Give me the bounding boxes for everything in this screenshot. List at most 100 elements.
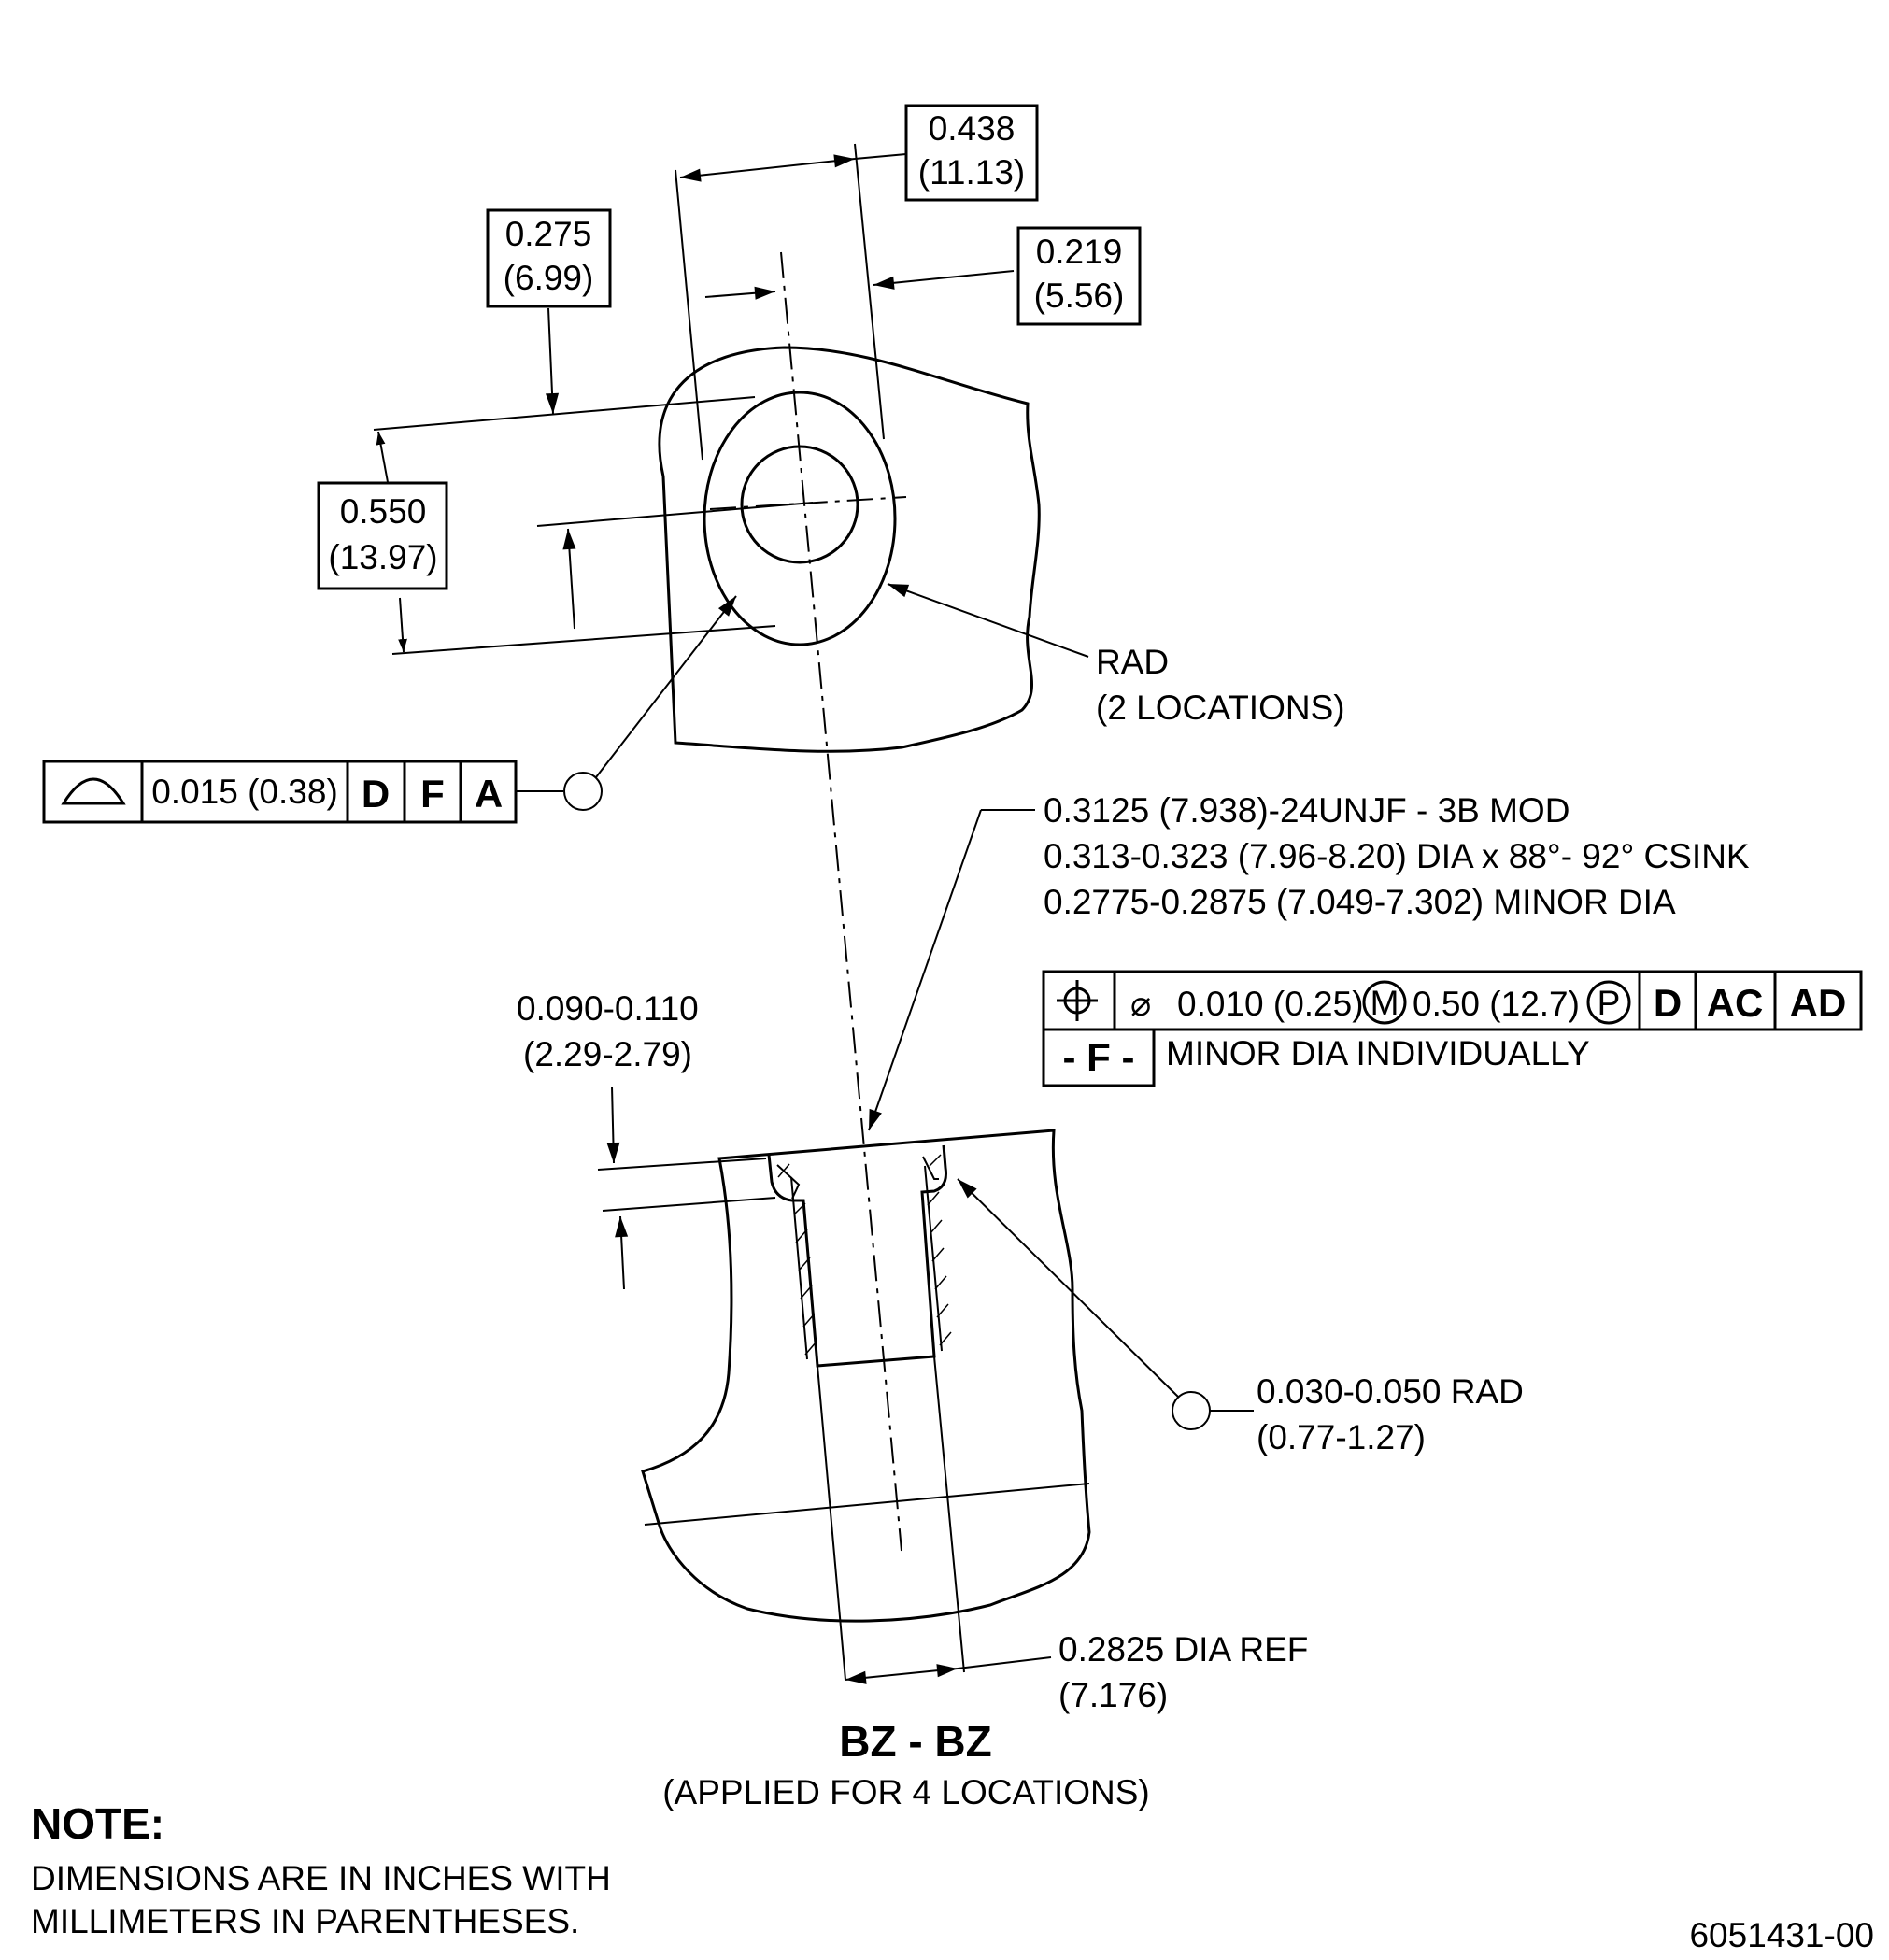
dim-value-mm: (13.97) — [328, 538, 437, 576]
dimension-line — [606, 1086, 620, 1164]
dim-box — [904, 104, 1039, 202]
minor-dia-spec: 0.2775-0.2875 (7.049-7.302) MINOR DIA — [1044, 883, 1676, 921]
bore-line-right — [933, 1356, 965, 1673]
fcf-tolerance: 0.010 (0.25) — [1177, 985, 1364, 1023]
csink-left — [776, 1164, 801, 1200]
dim-value-mm: (6.99) — [504, 259, 594, 297]
rad-label: RAD — [1096, 643, 1169, 681]
extension-line — [675, 169, 703, 461]
dim-height-left: 0.550 (13.97) — [317, 396, 814, 655]
thread-minor-left — [790, 1176, 808, 1360]
dim-value: 0.2825 DIA REF — [1058, 1630, 1308, 1669]
fcf-tolerance: 0.015 (0.38) — [151, 773, 338, 811]
dim-box — [1016, 226, 1142, 326]
dimension-line — [845, 1664, 959, 1684]
dim-value: 0.438 — [929, 109, 1016, 148]
edge-rad-callout: 0.030-0.050 RAD (0.77-1.27) — [957, 1178, 1524, 1456]
position-feature-control-frame: ⌀ 0.010 (0.25) M 0.50 (12.7) P D AC AD -… — [1042, 970, 1863, 1087]
leader-line — [957, 1178, 1179, 1398]
projected-modifier: P — [1598, 984, 1621, 1022]
dim-csink-depth: 0.090-0.110 (2.29-2.79) — [517, 989, 776, 1290]
projected-zone: 0.50 (12.7) — [1413, 985, 1580, 1023]
dim-value-mm: (11.13) — [918, 153, 1026, 192]
dimension-line — [679, 154, 856, 182]
extension-line — [536, 502, 814, 527]
extension-line — [391, 625, 776, 655]
datum-feature-label: - F - — [1063, 1035, 1135, 1079]
dimension-line — [873, 270, 1015, 290]
lug-outline — [658, 346, 1041, 753]
leader-bubble — [563, 772, 603, 811]
position-icon — [1057, 980, 1098, 1021]
rad-value-mm: (0.77-1.27) — [1257, 1418, 1426, 1456]
leader-bubble — [1172, 1391, 1211, 1430]
dim-width-top: 0.438 (11.13) — [675, 104, 1039, 461]
fcf-datum-secondary: AC — [1707, 981, 1764, 1025]
dim-value: 0.550 — [340, 492, 427, 531]
dim-value: 0.090-0.110 — [517, 989, 699, 1028]
dim-value: 0.219 — [1036, 233, 1123, 271]
mmc-modifier-circle — [1362, 980, 1407, 1025]
threaded-hole-outline — [767, 1144, 947, 1368]
dim-offset-left: 0.275 (6.99) — [486, 208, 776, 415]
dimension-line — [704, 286, 776, 300]
section-view — [641, 1129, 1091, 1681]
fcf-datum-tertiary: AD — [1790, 981, 1847, 1025]
csink-right — [922, 1156, 939, 1180]
dim-value-mm: (5.56) — [1034, 277, 1125, 315]
section-title: BZ - BZ — [839, 1717, 992, 1766]
dim-value: 0.275 — [505, 215, 592, 253]
dim-value-mm: (2.29-2.79) — [523, 1035, 692, 1073]
note-line: DIMENSIONS ARE IN INCHES WITH — [31, 1859, 611, 1897]
extension-line — [854, 143, 885, 440]
thread-minor-right — [924, 1165, 943, 1352]
thread-hatching — [777, 1154, 952, 1356]
leader-line — [595, 595, 737, 778]
profile-feature-control-frame: 0.015 (0.38) D F A — [42, 595, 737, 824]
dim-box — [317, 481, 448, 590]
leader-line — [545, 307, 560, 415]
fcf-datum-primary: D — [1654, 981, 1682, 1025]
counterbore-outline — [703, 391, 897, 646]
section-outline — [641, 1129, 1091, 1623]
dimension-line — [376, 431, 389, 483]
leader-line — [854, 153, 907, 160]
extension-line — [597, 1158, 767, 1171]
dim-bore-dia: 0.2825 DIA REF (7.176) — [845, 1630, 1308, 1714]
drawing-number: 6051431-00 — [1689, 1916, 1874, 1954]
dimension-line — [615, 1215, 629, 1290]
note-line: MILLIMETERS IN PARENTHESES. — [31, 1902, 579, 1940]
section-subtitle: (APPLIED FOR 4 LOCATIONS) — [662, 1773, 1150, 1811]
csink-spec: 0.313-0.323 (7.96-8.20) DIA x 88°- 92° C… — [1044, 837, 1750, 875]
leader-line — [957, 1656, 1052, 1669]
fcf-frame — [1042, 970, 1863, 1031]
extension-line — [373, 396, 756, 431]
break-line — [644, 1483, 1090, 1526]
fcf-note: MINOR DIA INDIVIDUALLY — [1166, 1034, 1590, 1072]
leader-line — [868, 809, 982, 1131]
leader-line — [887, 583, 1089, 658]
extension-line — [602, 1197, 776, 1212]
thread-spec: 0.3125 (7.938)-24UNJF - 3B MOD — [1044, 791, 1569, 830]
thread-note: 0.3125 (7.938)-24UNJF - 3B MOD 0.313-0.3… — [868, 791, 1750, 1131]
diameter-symbol: ⌀ — [1130, 985, 1151, 1023]
dim-box — [486, 208, 612, 308]
profile-of-surface-icon — [61, 777, 126, 805]
note-heading: NOTE: — [31, 1799, 164, 1848]
mmc-modifier: M — [1371, 984, 1399, 1022]
top-view — [658, 251, 1041, 1552]
fcf-datum-tertiary: A — [475, 772, 503, 816]
dimension-line — [398, 597, 407, 653]
rad-value: 0.030-0.050 RAD — [1257, 1372, 1524, 1411]
dim-offset-right: 0.219 (5.56) — [873, 226, 1142, 326]
center-line-axis — [780, 251, 902, 1552]
fcf-datum-primary: D — [362, 772, 390, 816]
rad-locations: (2 LOCATIONS) — [1096, 689, 1345, 727]
dimension-line — [562, 528, 576, 630]
datum-feature-box — [1042, 1028, 1156, 1087]
fcf-datum-secondary: F — [420, 772, 445, 816]
rad-callout: RAD (2 LOCATIONS) — [887, 583, 1345, 727]
dim-value-mm: (7.176) — [1058, 1676, 1168, 1714]
projected-modifier-circle — [1586, 980, 1631, 1025]
